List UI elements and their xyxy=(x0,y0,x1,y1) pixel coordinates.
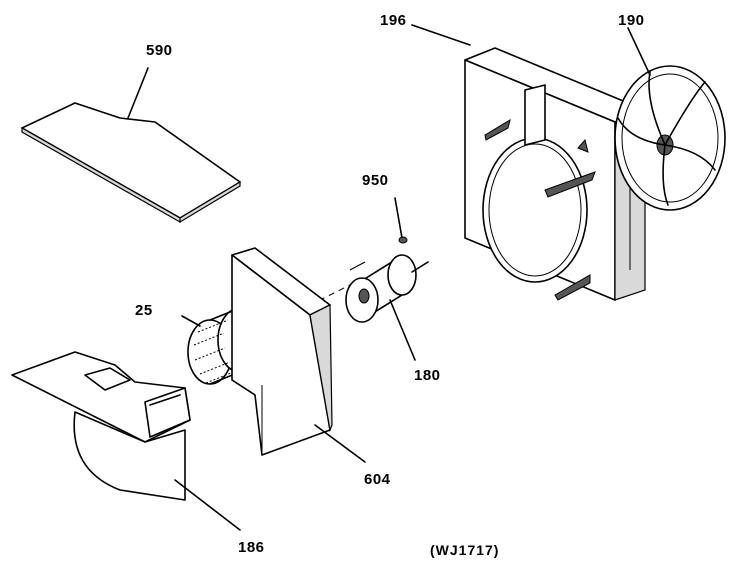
part-604-plate xyxy=(231,247,366,463)
label-186: 186 xyxy=(238,539,265,556)
label-950: 950 xyxy=(362,172,389,189)
part-186-scroll xyxy=(11,351,241,531)
part-196-shroud xyxy=(411,24,646,301)
label-604: 604 xyxy=(364,471,391,488)
part-25-motor xyxy=(345,254,429,361)
part-590-panel xyxy=(21,67,241,224)
part-950-screw xyxy=(394,197,408,244)
label-190: 190 xyxy=(618,12,645,29)
label-25: 180 xyxy=(414,367,441,384)
label-196: 196 xyxy=(380,12,407,29)
part-190-fan xyxy=(614,27,726,211)
diagram-caption: (WJ1717) xyxy=(430,542,499,558)
label-590: 590 xyxy=(146,42,173,59)
label-180: 25 xyxy=(135,302,153,319)
